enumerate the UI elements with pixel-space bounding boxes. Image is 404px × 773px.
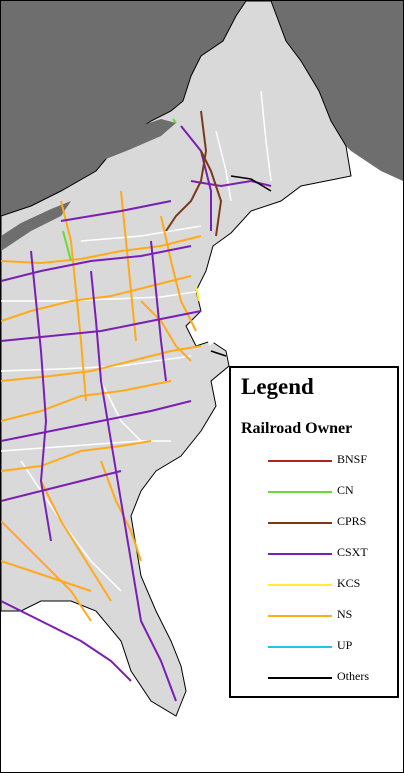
legend-item-bnsf: BNSF xyxy=(231,450,397,472)
map-legend: Legend Railroad Owner BNSF CN CPRS CSXT KCS N… xyxy=(229,366,399,698)
legend-item-kcs: KCS xyxy=(231,574,397,596)
legend-swatch xyxy=(268,677,332,679)
legend-label: CPRS xyxy=(337,514,367,528)
railroad-kcs xyxy=(195,285,200,302)
legend-label: KCS xyxy=(337,576,361,590)
canada-region xyxy=(1,1,246,216)
chesapeake-bay xyxy=(201,276,216,346)
legend-subtitle: Railroad Owner xyxy=(241,420,353,437)
railroad-cprs xyxy=(165,110,223,237)
legend-label: NS xyxy=(337,607,353,621)
legend-title: Legend xyxy=(241,374,314,399)
state-boundaries xyxy=(1,90,272,592)
legend-label: Others xyxy=(337,669,369,683)
legend-swatch xyxy=(268,553,332,555)
railroad-cn xyxy=(62,118,177,262)
legend-item-cprs: CPRS xyxy=(231,512,397,534)
railroad-csxt xyxy=(1,125,272,702)
legend-label: BNSF xyxy=(337,452,368,466)
legend-item-csxt: CSXT xyxy=(231,543,397,565)
legend-swatch xyxy=(268,460,332,462)
legend-swatch xyxy=(268,491,332,493)
legend-swatch xyxy=(268,615,332,617)
lake-ontario xyxy=(96,119,176,161)
legend-swatch xyxy=(268,522,332,524)
legend-item-ns: NS xyxy=(231,605,397,627)
legend-item-others: Others xyxy=(231,667,397,689)
maritimes-region xyxy=(261,1,403,181)
legend-item-cn: CN xyxy=(231,481,397,503)
lake-erie xyxy=(1,201,71,251)
railroad-others xyxy=(210,175,272,357)
legend-label: CSXT xyxy=(337,545,368,559)
legend-label: UP xyxy=(337,638,353,652)
railroad-ns xyxy=(1,190,202,622)
legend-label: CN xyxy=(337,483,354,497)
legend-swatch xyxy=(268,646,332,648)
legend-swatch xyxy=(268,584,332,586)
legend-item-up: UP xyxy=(231,636,397,658)
